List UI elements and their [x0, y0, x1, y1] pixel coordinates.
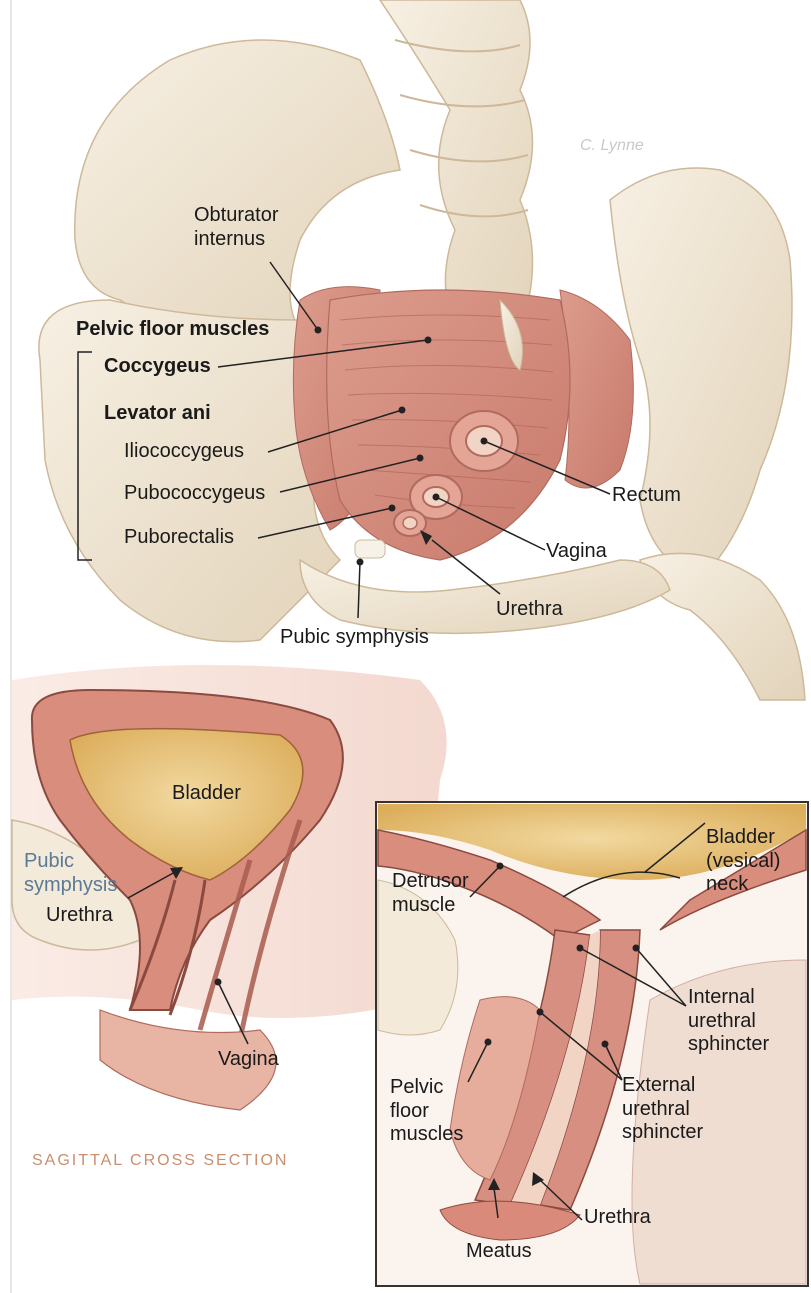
pubic-symphysis-joint	[355, 540, 385, 558]
label-urethra-sagittal: Urethra	[46, 904, 113, 928]
label-coccygeus: Coccygeus	[104, 355, 211, 379]
right-ilium	[610, 168, 792, 580]
pelvis-illustration	[39, 0, 805, 700]
right-femur	[640, 553, 805, 700]
label-urethra-top: Urethra	[496, 598, 563, 622]
label-iliococcygeus: Iliococcygeus	[124, 440, 244, 464]
label-bladder-neck: Bladder (vesical) neck	[706, 826, 780, 897]
urethra-opening	[403, 517, 417, 529]
label-pelvic-floor-muscles-inset: Pelvic floor muscles	[390, 1076, 463, 1147]
label-pubic-symphysis-top: Pubic symphysis	[280, 626, 429, 650]
label-external-urethral-sphincter: External urethral sphincter	[622, 1074, 703, 1145]
sagittal-caption: SAGITTAL CROSS SECTION	[32, 1152, 288, 1171]
pubic-ramus	[300, 560, 670, 633]
label-rectum: Rectum	[612, 484, 681, 508]
label-puborectalis: Puborectalis	[124, 526, 234, 550]
label-pubic-symphysis-sagittal: Pubic symphysis	[24, 850, 117, 897]
label-meatus: Meatus	[466, 1240, 532, 1264]
label-vagina-top: Vagina	[546, 540, 607, 564]
label-urethra-inset: Urethra	[584, 1206, 651, 1230]
label-bladder: Bladder	[172, 782, 241, 806]
label-internal-urethral-sphincter: Internal urethral sphincter	[688, 986, 769, 1057]
label-pubococcygeus: Pubococcygeus	[124, 482, 265, 506]
levator-ani-muscle	[327, 290, 570, 560]
label-detrusor-muscle: Detrusor muscle	[392, 870, 469, 917]
label-levator-ani: Levator ani	[104, 402, 211, 426]
label-obturator-internus: Obturator internus	[194, 204, 278, 251]
label-pelvic-floor-muscles: Pelvic floor muscles	[76, 318, 269, 342]
illustrator-signature: C. Lynne	[580, 137, 644, 154]
obturator-internus-right	[560, 290, 633, 488]
sagittal-vagina-dot	[215, 979, 222, 986]
label-vagina-sagittal: Vagina	[218, 1048, 279, 1072]
